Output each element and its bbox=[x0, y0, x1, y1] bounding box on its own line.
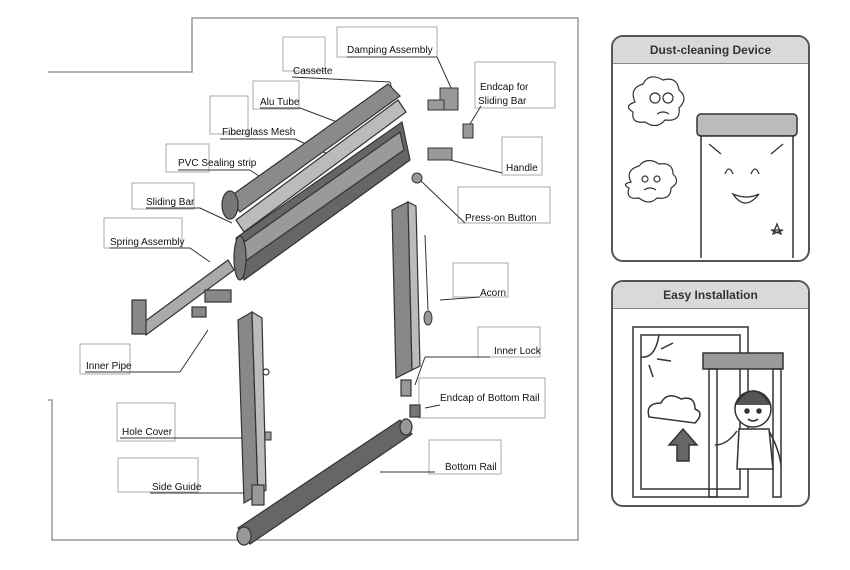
label-fiberglass-mesh: Fiberglass Mesh bbox=[222, 127, 296, 138]
label-damping-assembly: Damping Assembly bbox=[347, 45, 433, 56]
dust-cleaning-panel: Dust-cleaning Device bbox=[611, 35, 810, 262]
bottom-rail-part bbox=[236, 418, 413, 546]
label-side-guide: Side Guide bbox=[152, 482, 202, 493]
dust-cleaning-illustration bbox=[624, 76, 798, 258]
easy-installation-panel: Easy Installation bbox=[611, 280, 810, 507]
easy-installation-illustration bbox=[632, 326, 784, 498]
left-side-guide bbox=[237, 310, 270, 506]
label-endcap-sliding-bar-line1: Endcap for bbox=[480, 82, 529, 93]
easy-installation-title: Easy Installation bbox=[613, 282, 808, 309]
label-alu-tube: Alu Tube bbox=[260, 97, 300, 108]
exploded-diagram bbox=[48, 17, 579, 546]
damping-parts bbox=[411, 87, 474, 184]
diagram-frame bbox=[48, 17, 579, 541]
label-boxes bbox=[79, 26, 556, 493]
label-pvc-sealing-strip: PVC Sealing strip bbox=[178, 158, 257, 169]
dust-cleaning-title: Dust-cleaning Device bbox=[613, 37, 808, 64]
right-side-guide bbox=[391, 201, 421, 418]
spring-rod bbox=[131, 259, 235, 336]
label-hole-cover: Hole Cover bbox=[122, 427, 173, 438]
label-press-on-button: Press-on Button bbox=[465, 213, 537, 224]
label-sliding-bar: Sliding Bar bbox=[146, 197, 195, 208]
label-spring-assembly: Spring Assembly bbox=[110, 237, 185, 248]
label-endcap-bottom-rail: Endcap of Bottom Rail bbox=[440, 393, 540, 404]
label-acorn: Acorn bbox=[480, 288, 507, 299]
label-endcap-sliding-bar-line2: Sliding Bar bbox=[478, 96, 527, 107]
label-inner-pipe: Inner Pipe bbox=[86, 361, 132, 372]
label-inner-lock: Inner Lock bbox=[494, 346, 541, 357]
label-bottom-rail: Bottom Rail bbox=[445, 462, 497, 473]
acorn-part bbox=[423, 234, 433, 326]
label-handle: Handle bbox=[506, 163, 538, 174]
label-cassette: Cassette bbox=[293, 66, 333, 77]
cassette-assembly bbox=[221, 83, 411, 282]
hole-cover-part bbox=[264, 431, 272, 441]
